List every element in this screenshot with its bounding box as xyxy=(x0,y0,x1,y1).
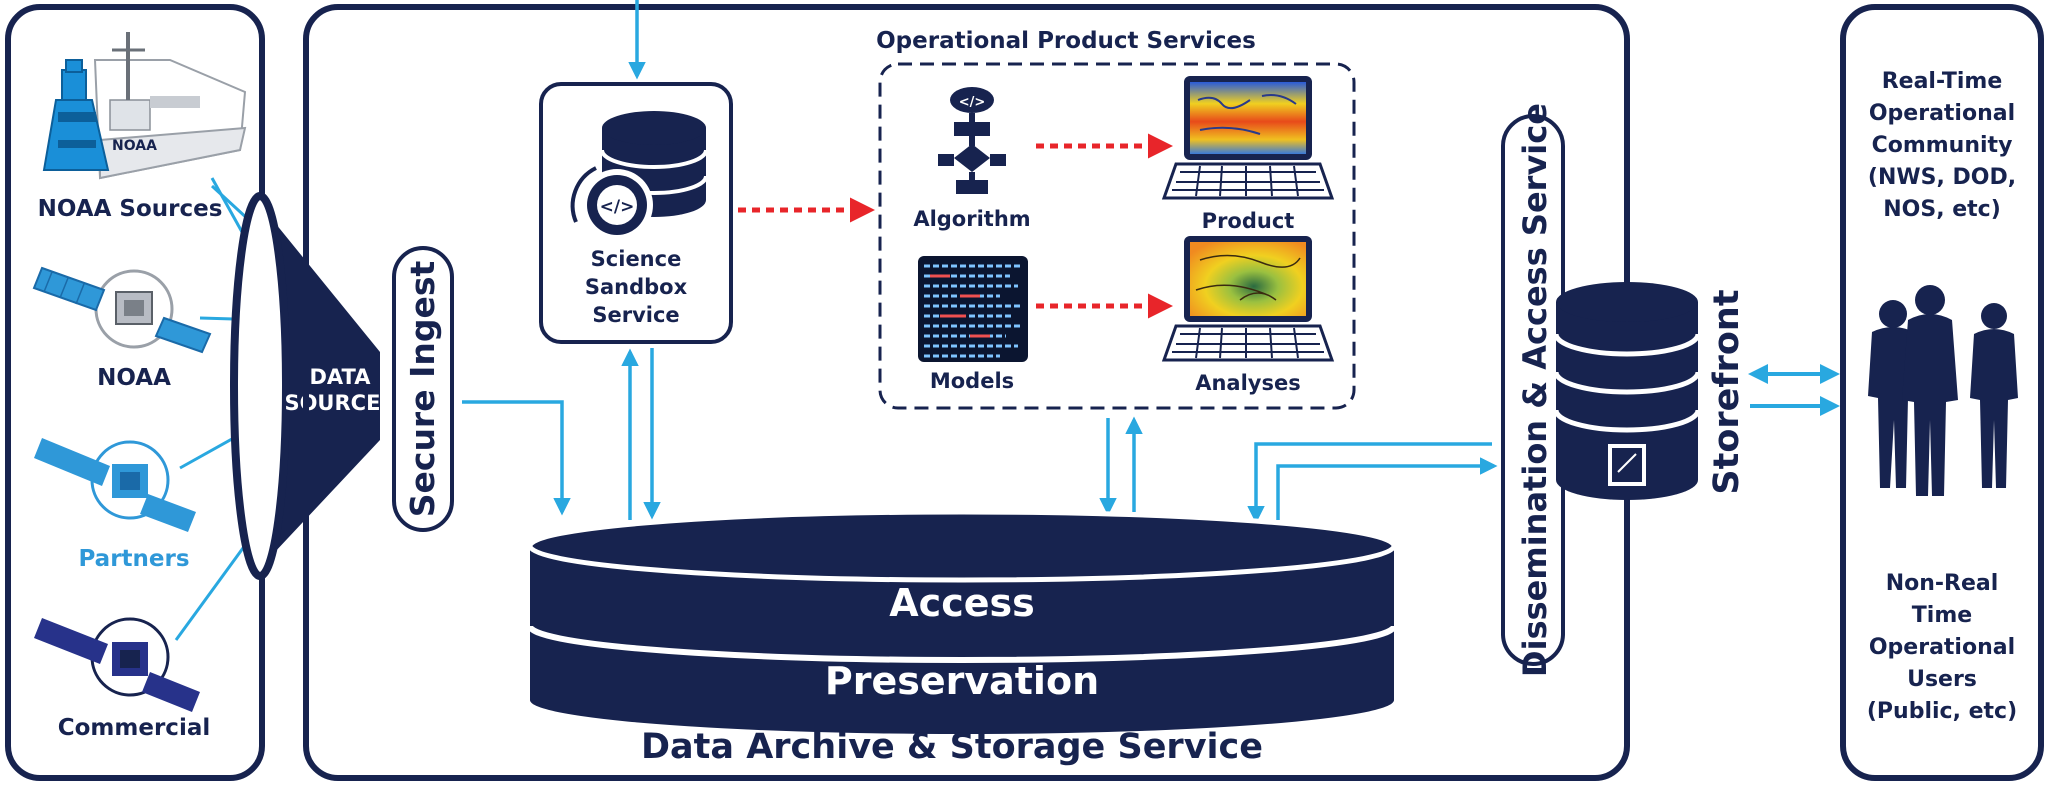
preservation-label: Preservation xyxy=(825,659,1099,703)
data-sources-funnel: DATA SOURCES xyxy=(230,192,396,580)
funnel-label-line2: SOURCES xyxy=(284,391,395,415)
database-gear-icon: </> xyxy=(570,111,708,241)
noaa-satellite-icon xyxy=(32,266,212,354)
nonrealtime-line3: Operational xyxy=(1869,635,2015,660)
ingest-to-archive-arrow xyxy=(462,400,571,516)
secure-ingest-pill xyxy=(392,246,454,532)
commercial-label: Commercial xyxy=(58,715,210,741)
archive-title: Data Archive & Storage Service xyxy=(641,727,1263,767)
code-tag-icon: </> xyxy=(959,95,986,110)
storefront-label: Storefront xyxy=(1707,289,1747,494)
algorithm-label: Algorithm xyxy=(913,207,1030,231)
nonrealtime-line5: (Public, etc) xyxy=(1867,699,2017,724)
dissemination-label: Dissemination & Access Service xyxy=(1516,103,1554,677)
buoy-ship-icon: NOAA xyxy=(42,32,247,180)
funnel-label-line1: DATA xyxy=(309,365,371,389)
nonrealtime-line2: Time xyxy=(1912,603,1972,628)
partners-satellite-icon xyxy=(34,438,196,532)
ops-title: Operational Product Services xyxy=(876,28,1256,54)
models-code-icon xyxy=(918,256,1028,362)
nonrealtime-line4: Users xyxy=(1907,667,1977,692)
secure-ingest-label: Secure Ingest xyxy=(403,261,442,518)
realtime-line2: Operational xyxy=(1869,101,2015,126)
noaa-label: NOAA xyxy=(97,365,171,391)
storefront-database-icon xyxy=(1553,282,1701,500)
archive-cylinder: Access Preservation xyxy=(527,509,1397,734)
partners-label: Partners xyxy=(78,546,189,572)
product-label: Product xyxy=(1202,209,1295,233)
models-label: Models xyxy=(930,369,1014,393)
analyses-laptop-icon xyxy=(1161,236,1335,362)
realtime-line4: (NWS, DOD, xyxy=(1868,165,2016,190)
people-silhouette-icon xyxy=(1868,285,2018,496)
algorithm-flowchart-icon: </> xyxy=(938,87,1006,194)
realtime-line1: Real-Time xyxy=(1882,69,2003,94)
sandbox-label-line3: Service xyxy=(592,303,679,327)
analyses-label: Analyses xyxy=(1195,371,1301,395)
nonrealtime-line1: Non-Real xyxy=(1886,571,1999,596)
sandbox-label-line1: Science xyxy=(591,247,682,271)
realtime-line3: Community xyxy=(1872,133,2013,158)
sandbox-label-line2: Sandbox xyxy=(585,275,688,299)
svg-text:NOAA: NOAA xyxy=(112,138,157,154)
code-tag-icon: </> xyxy=(600,197,635,217)
product-laptop-icon xyxy=(1161,76,1335,200)
archive-to-dissemination-arrow xyxy=(1276,457,1498,520)
access-label: Access xyxy=(889,581,1034,625)
noaa-sources-label: NOAA Sources xyxy=(38,196,223,222)
realtime-line5: NOS, etc) xyxy=(1883,197,2001,222)
commercial-satellite-icon xyxy=(34,617,200,712)
ops-box xyxy=(878,62,1356,410)
dissemination-to-archive-arrow xyxy=(1247,442,1492,524)
